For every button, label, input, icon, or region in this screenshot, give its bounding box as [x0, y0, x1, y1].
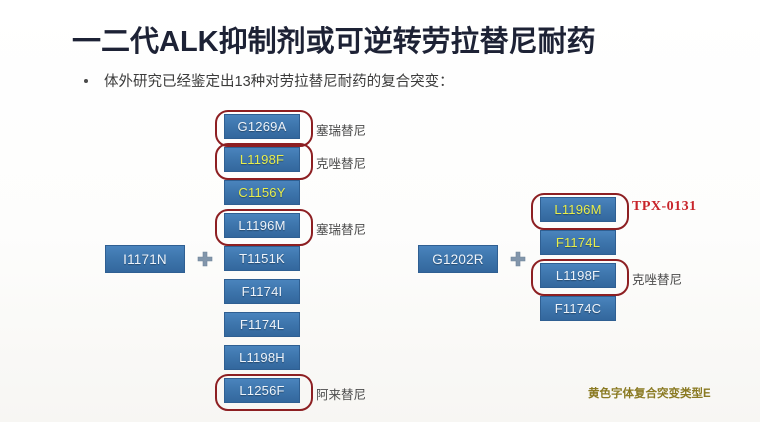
partner-mutation-t1151k[interactable]: T1151K	[224, 246, 300, 271]
plus-icon	[196, 250, 214, 268]
partner-mutation-l1198h[interactable]: L1198H	[224, 345, 300, 370]
partner-mutation-l1256f[interactable]: L1256F	[224, 378, 300, 403]
base-mutation-i1171n[interactable]: I1171N	[105, 245, 185, 273]
plus-icon	[509, 250, 527, 268]
partner-mutation-l1196m[interactable]: L1196M	[224, 213, 300, 238]
annotation-tpx-0131: TPX-0131	[632, 199, 697, 214]
partner-mutation-f1174l-right[interactable]: F1174L	[540, 230, 616, 255]
subtitle-row: 体外研究已经鉴定出13种对劳拉替尼耐药的复合突变：	[84, 70, 454, 91]
base-mutation-g1202r[interactable]: G1202R	[418, 245, 498, 273]
partner-mutation-f1174i[interactable]: F1174I	[224, 279, 300, 304]
partner-mutation-f1174c[interactable]: F1174C	[540, 296, 616, 321]
partner-mutation-f1174l[interactable]: F1174L	[224, 312, 300, 337]
annotation-l1196m-left: 塞瑞替尼	[316, 223, 367, 237]
partner-mutation-g1269a[interactable]: G1269A	[224, 114, 300, 139]
subtitle-text: 体外研究已经鉴定出13种对劳拉替尼耐药的复合突变：	[104, 74, 454, 90]
partner-mutation-l1198f[interactable]: L1198F	[224, 147, 300, 172]
annotation-l1198f-right: 克唑替尼	[632, 273, 683, 287]
partner-mutation-l1196m-right[interactable]: L1196M	[540, 197, 616, 222]
partner-mutation-l1198f-right[interactable]: L1198F	[540, 263, 616, 288]
partner-mutation-c1156y[interactable]: C1156Y	[224, 180, 300, 205]
bullet-dot-icon	[84, 78, 88, 83]
annotation-g1269a: 塞瑞替尼	[316, 124, 367, 138]
footnote-legend: 黄色字体复合突变类型E	[588, 388, 711, 400]
annotation-l1256f: 阿来替尼	[316, 388, 367, 402]
page-title: 一二代ALK抑制剂或可逆转劳拉替尼耐药	[72, 26, 596, 58]
annotation-l1198f-left: 克唑替尼	[316, 157, 367, 171]
